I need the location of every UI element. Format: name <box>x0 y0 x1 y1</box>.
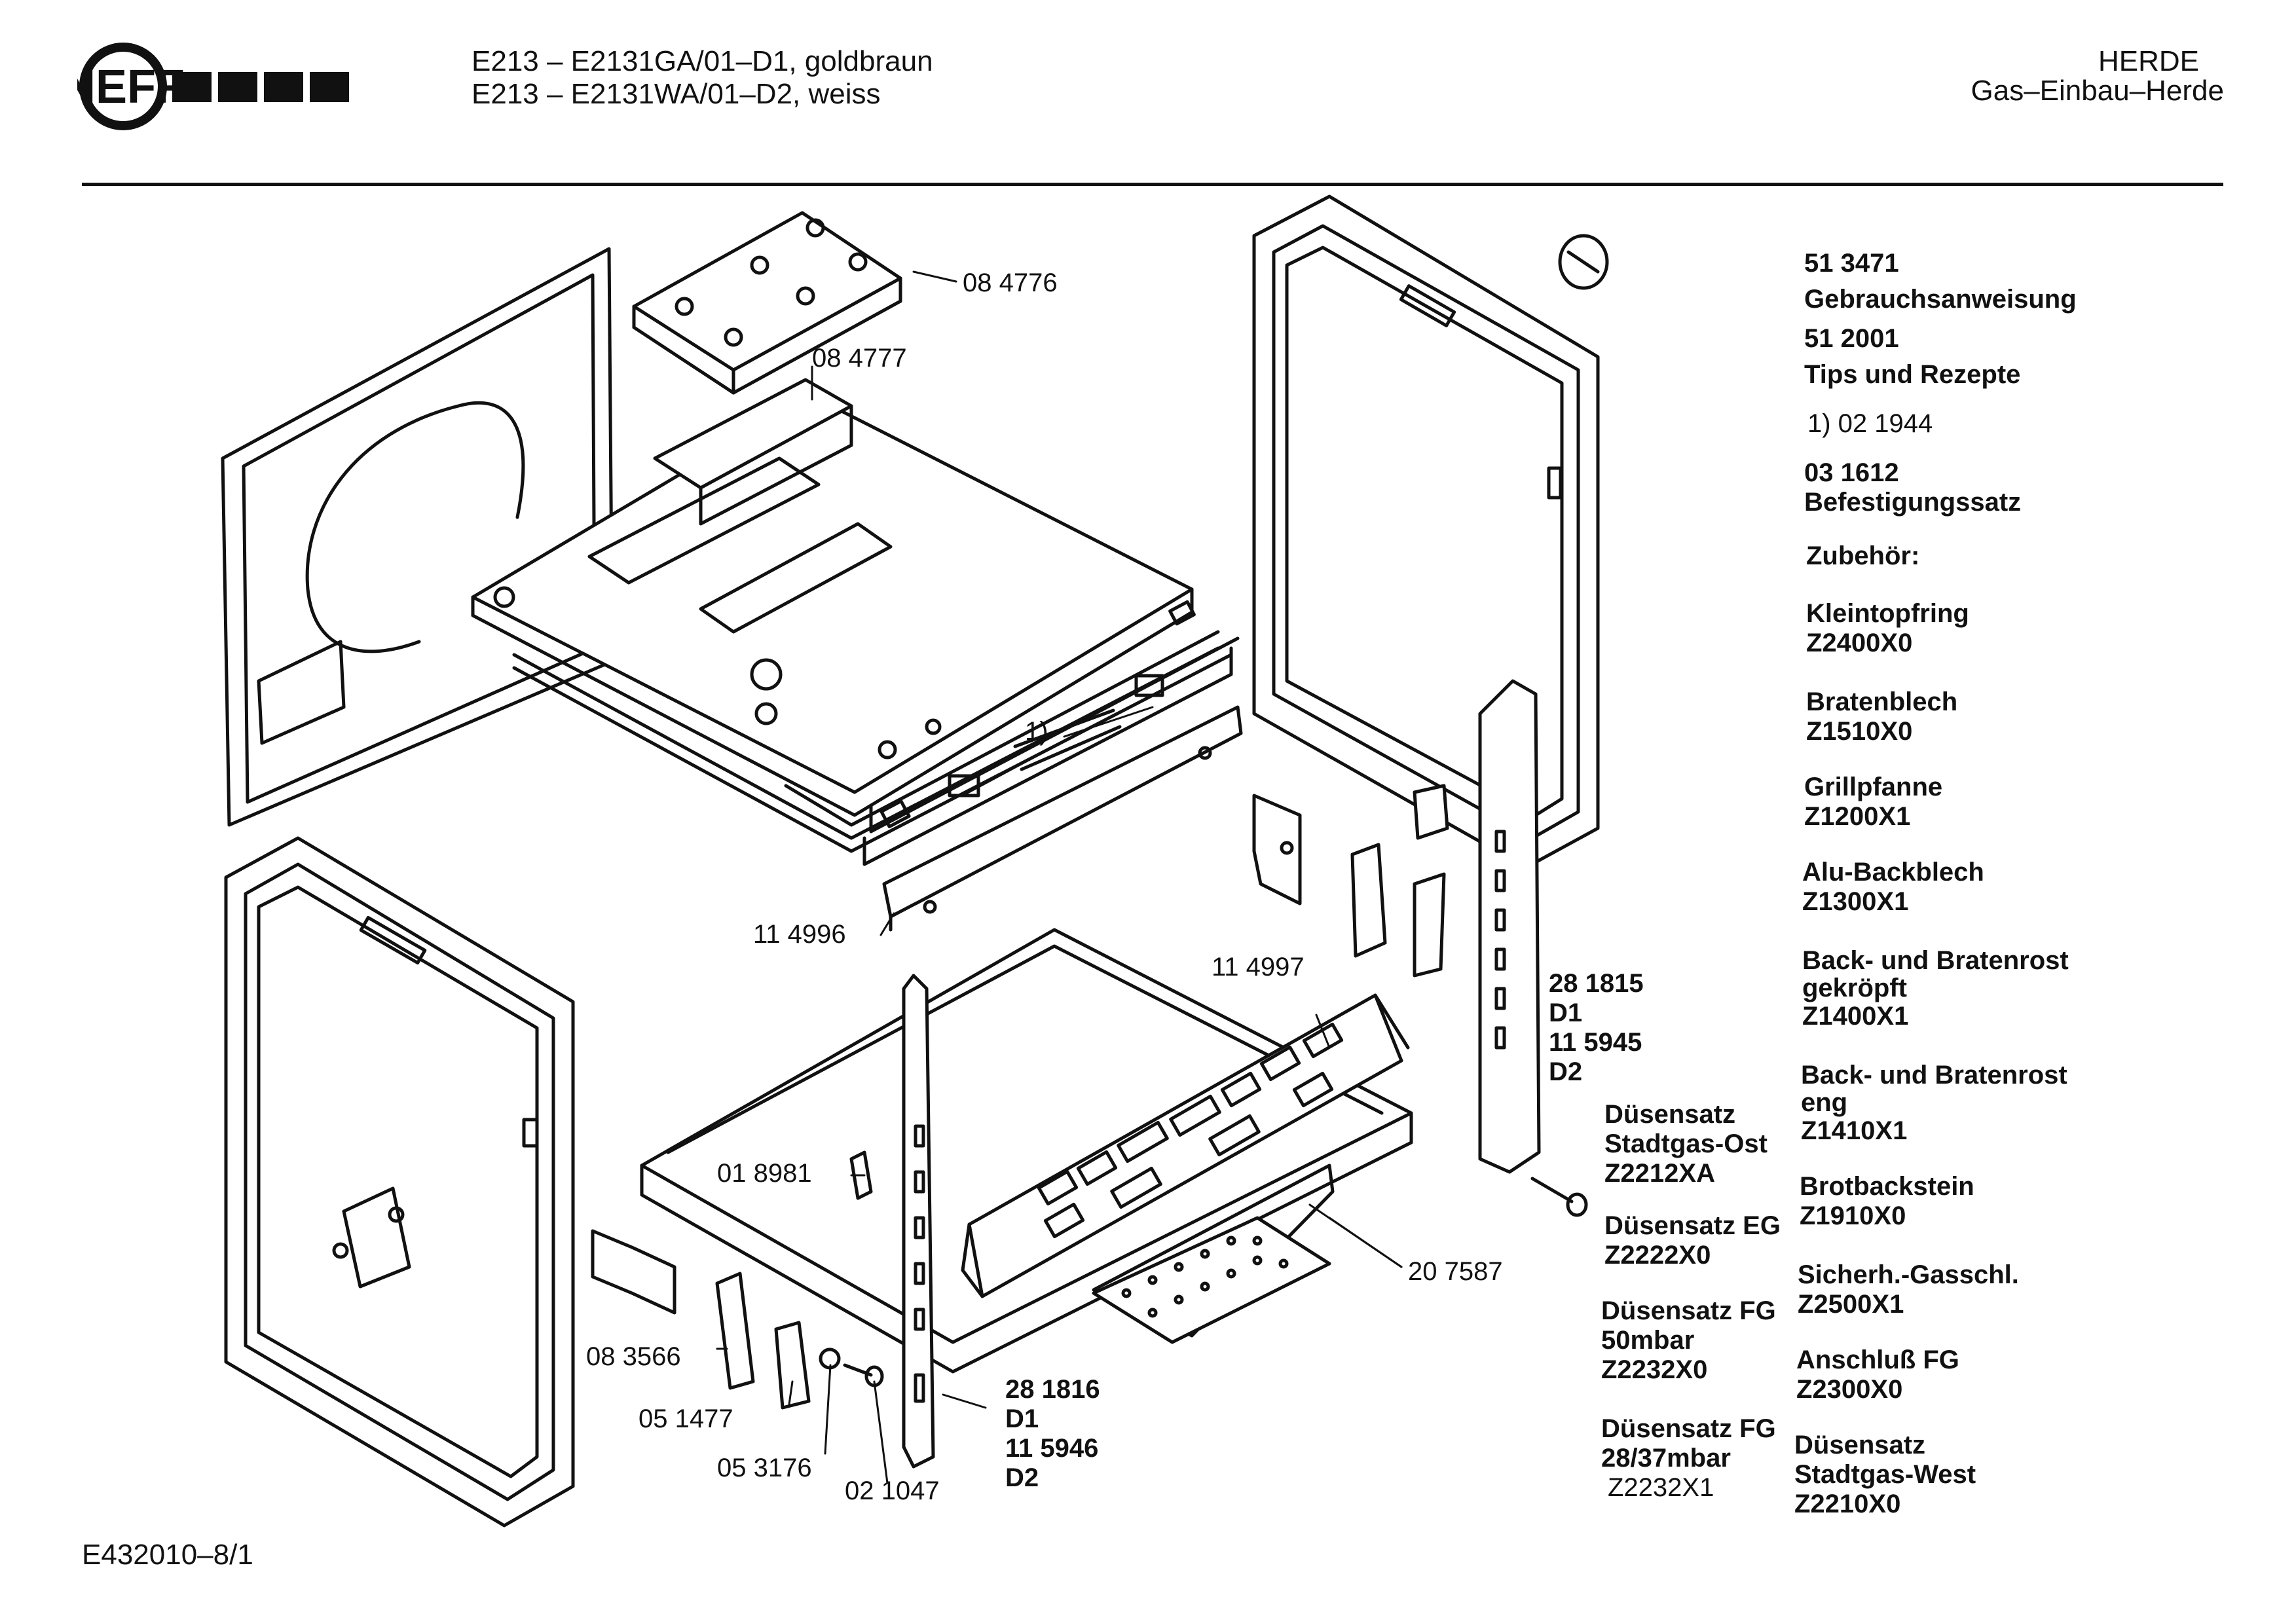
header-rule <box>82 183 2223 186</box>
side-list: 51 3471 Gebrauchsanweisung 51 2001 Tips … <box>1794 249 2077 1518</box>
label-053176: 05 3176 <box>717 1454 812 1482</box>
accessory-2-name: Bratenblech <box>1806 687 1957 716</box>
accessory-8-code: Z2500X1 <box>1798 1290 1904 1319</box>
top-plate-084776 <box>632 211 902 395</box>
accessory-9-name: Anschluß FG <box>1796 1346 1959 1374</box>
accessory-6-name-2: eng <box>1801 1088 1847 1117</box>
accessory-8-name: Sicherh.-Gasschl. <box>1798 1260 2019 1289</box>
label-note-1: 1) <box>1025 717 1048 746</box>
accessory-7-name: Brotbackstein <box>1800 1172 1974 1201</box>
accessory-5-name-1: Back- und Bratenrost <box>1802 946 2069 975</box>
nozzle-set-2-code: Z2222X0 <box>1604 1241 1711 1270</box>
accessory-6-code: Z1410X1 <box>1801 1116 1907 1145</box>
nozzle-set-4-code: Z2232X1 <box>1608 1473 1714 1502</box>
label-115946: 11 5946 <box>1005 1434 1098 1463</box>
rail-114996 <box>882 705 1243 932</box>
kit-code: 03 1612 <box>1804 458 1899 487</box>
nozzle-set-4-line-2: 28/37mbar <box>1601 1444 1731 1473</box>
kit-title: Befestigungssatz <box>1804 488 2021 517</box>
label-084777: 08 4777 <box>812 344 907 373</box>
nozzle-set-1-line-2: Stadtgas-Ost <box>1604 1129 1768 1158</box>
accessory-1-name: Kleintopfring <box>1806 599 1969 628</box>
label-018981: 01 8981 <box>717 1159 812 1188</box>
front-grille-114997 <box>961 993 1410 1298</box>
accessory-7-code: Z1910X0 <box>1800 1201 1906 1230</box>
accessory-3-name: Grillpfanne <box>1804 773 1942 801</box>
left-door-frame <box>224 836 575 1528</box>
label-207587: 20 7587 <box>1408 1257 1503 1286</box>
accessory-10-name-2: Stadtgas-West <box>1794 1460 1976 1489</box>
nozzle-set-4-line-1: Düsensatz FG <box>1601 1414 1776 1443</box>
accessories-heading: Zubehör: <box>1806 541 1919 570</box>
accessory-9-code: Z2300X0 <box>1796 1375 1902 1404</box>
model-line-2: E213 – E2131WA/01–D2, weiss <box>472 78 881 110</box>
accessory-3-code: Z1200X1 <box>1804 802 1910 831</box>
manual-title: Gebrauchsanweisung <box>1804 285 2077 314</box>
accessory-6-name-1: Back- und Bratenrost <box>1801 1061 2067 1090</box>
accessory-5-name-2: gekröpft <box>1802 974 1907 1002</box>
label-281816-d1: D1 <box>1005 1404 1039 1433</box>
rail-281816 <box>902 974 935 1469</box>
accessory-10-name-1: Düsensatz <box>1794 1431 1925 1459</box>
label-083566: 08 3566 <box>586 1342 681 1371</box>
note-1: 1) 02 1944 <box>1807 409 1933 438</box>
accessory-2-code: Z1510X0 <box>1806 717 1912 746</box>
left-side-panel <box>221 247 614 827</box>
oven-bottom-body <box>640 928 1413 1374</box>
nozzle-set-2-line-1: Düsensatz EG <box>1604 1211 1781 1240</box>
nozzle-set-1-line-1: Düsensatz <box>1604 1100 1735 1129</box>
accessory-4-name: Alu-Backblech <box>1802 858 1984 887</box>
nozzle-set-3-line-1: Düsensatz FG <box>1601 1296 1776 1325</box>
manual-code: 51 3471 <box>1804 249 1899 278</box>
tips-title: Tips und Rezepte <box>1804 360 2020 389</box>
right-door-frame <box>1252 194 1609 870</box>
rail-281815 <box>1478 679 1541 1174</box>
top-plate-assembly-084777 <box>471 378 1196 817</box>
label-114997: 11 4997 <box>1212 953 1305 981</box>
screw-right <box>1530 1177 1588 1217</box>
label-021047: 02 1047 <box>845 1476 940 1505</box>
label-115946-d2: D2 <box>1005 1463 1039 1492</box>
label-281815-d1: D1 <box>1549 998 1582 1027</box>
label-084776: 08 4776 <box>963 268 1058 297</box>
nozzle-set-3-line-2: 50mbar <box>1601 1326 1694 1355</box>
label-051477: 05 1477 <box>639 1404 733 1433</box>
tips-code: 51 2001 <box>1804 324 1899 353</box>
label-115945-d2: D2 <box>1549 1057 1582 1086</box>
label-115945: 11 5945 <box>1549 1028 1642 1057</box>
leader-lines <box>716 270 1403 1484</box>
subcategory: Gas–Einbau–Herde <box>1971 75 2224 107</box>
label-281815: 28 1815 <box>1549 969 1644 998</box>
hinge-bracket-right <box>1252 784 1449 978</box>
label-114996: 11 4996 <box>753 920 846 949</box>
bottom-plate-207587 <box>1092 1216 1331 1344</box>
nozzle-set-3-code: Z2232X0 <box>1601 1355 1707 1384</box>
model-line-1: E213 – E2131GA/01–D1, goldbraun <box>472 45 933 77</box>
accessory-4-code: Z1300X1 <box>1802 887 1908 916</box>
accessory-5-code: Z1400X1 <box>1802 1002 1908 1031</box>
accessory-1-code: Z2400X0 <box>1806 629 1912 657</box>
nozzle-set-1-code: Z2212XA <box>1604 1159 1715 1188</box>
neff-logo: NEFF <box>77 43 349 130</box>
accessory-10-code: Z2210X0 <box>1794 1490 1900 1518</box>
nozzle-sets: Düsensatz Stadtgas-Ost Z2212XA Düsensatz… <box>1601 1100 1781 1502</box>
neff-logo-letter: NEFF <box>77 61 185 113</box>
label-281816: 28 1816 <box>1005 1375 1100 1404</box>
rail-assembly <box>512 630 1240 866</box>
document-id: E432010–8/1 <box>82 1539 253 1571</box>
category: HERDE <box>2098 45 2199 77</box>
